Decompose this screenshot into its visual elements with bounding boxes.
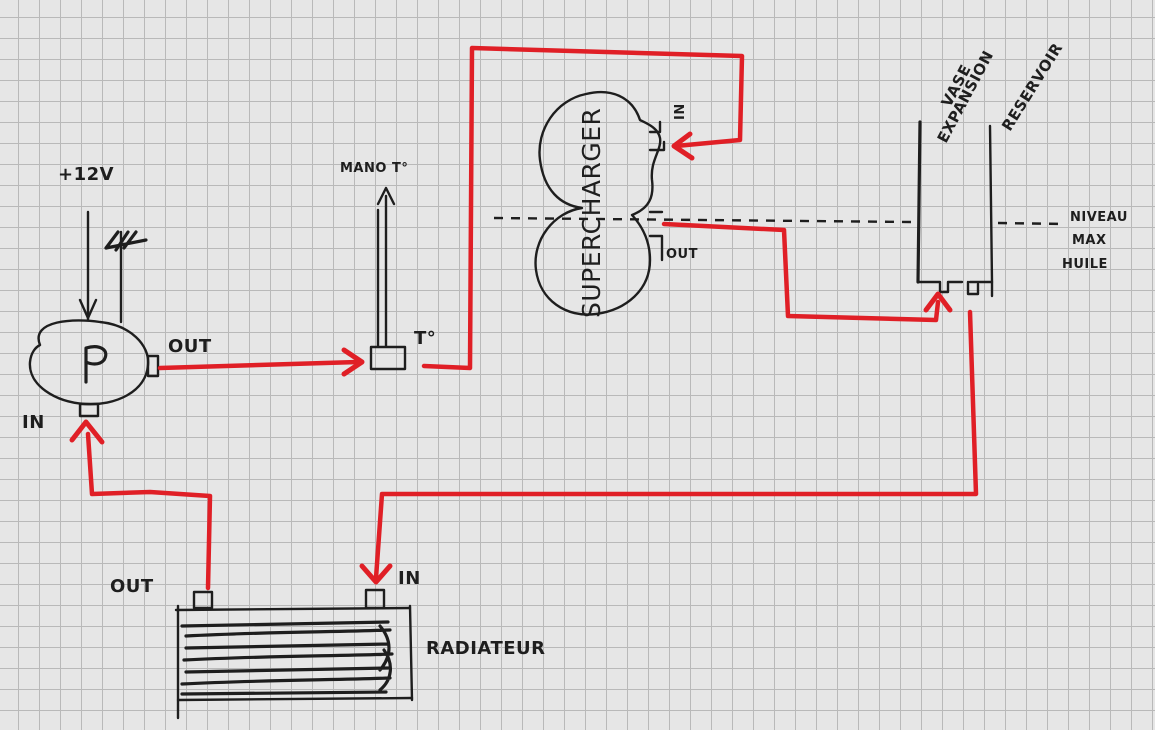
pipe-radiator-to-pump-line	[85, 431, 213, 591]
reservoir-right-wall	[988, 124, 994, 284]
pipe-supercharger-to-reservoir	[661, 221, 953, 323]
pipe-radiator-to-pump-arrow	[69, 419, 105, 445]
level-label-line1: NIVEAU	[1070, 210, 1128, 225]
pump-in-label: IN	[22, 412, 45, 433]
max-level-line-left	[493, 216, 913, 224]
ground-icon	[104, 230, 148, 252]
reservoir-label-line3: RESERVOIR	[998, 40, 1066, 134]
pipe-reservoir-to-radiator-arrow	[359, 563, 393, 585]
pipe-sensor-to-supercharger	[421, 45, 745, 371]
level-label-line3: HUILE	[1062, 257, 1108, 272]
sensor-gauge-label: MANO T°	[340, 161, 408, 176]
pipe-pump-to-sensor	[157, 347, 365, 377]
radiator-bottom	[176, 696, 414, 702]
supercharger-outlet-fitting	[648, 210, 664, 262]
pump	[28, 210, 160, 418]
pump-p-glyph	[84, 345, 108, 384]
pipe-supercharger-to-reservoir-arrow	[923, 291, 953, 313]
supercharger-in-label: IN	[673, 103, 688, 120]
expansion-reservoir	[916, 120, 994, 298]
supercharger-out-label: OUT	[666, 247, 698, 262]
supercharger	[534, 90, 666, 316]
pipe-pump-to-sensor-arrow	[341, 347, 365, 377]
radiator-core-fins	[180, 620, 394, 696]
power-label: +12V	[58, 164, 114, 185]
sensor-lead-arrow-icon	[376, 186, 396, 206]
radiator	[174, 588, 414, 720]
pipe-sensor-to-supercharger-line	[421, 45, 745, 371]
reservoir-left-wall	[916, 120, 922, 284]
radiator-in-label: IN	[398, 568, 421, 589]
pump-inlet-stub	[78, 402, 100, 418]
pipe-pump-to-sensor-line	[157, 359, 361, 371]
max-level-line-right	[997, 221, 1067, 226]
pump-outlet-stub	[146, 354, 160, 378]
temperature-sensor-body	[369, 345, 407, 371]
reservoir-bottom-fittings	[916, 280, 994, 298]
radiator-outlet-stub	[192, 590, 214, 610]
pipe-radiator-to-pump	[69, 419, 213, 591]
supercharger-body	[534, 90, 662, 316]
supercharger-inlet-fitting	[648, 120, 666, 152]
pipe-reservoir-to-radiator	[359, 309, 979, 585]
radiator-inlet-stub	[364, 588, 386, 610]
level-label-line2: MAX	[1072, 233, 1107, 248]
temperature-sensor	[369, 186, 407, 371]
radiator-out-label: OUT	[110, 576, 154, 597]
pump-out-label: OUT	[168, 336, 212, 357]
pipe-supercharger-to-reservoir-line	[661, 221, 941, 323]
pipe-sensor-to-supercharger-arrow	[671, 131, 695, 161]
supercharger-label: SUPERCHARGER	[577, 108, 606, 318]
radiator-right-side	[408, 604, 414, 702]
radiator-label: RADIATEUR	[426, 638, 546, 659]
sensor-t-label: T°	[414, 328, 436, 349]
power-lead-arrow	[78, 298, 98, 320]
pipe-reservoir-to-radiator-line	[373, 309, 979, 581]
